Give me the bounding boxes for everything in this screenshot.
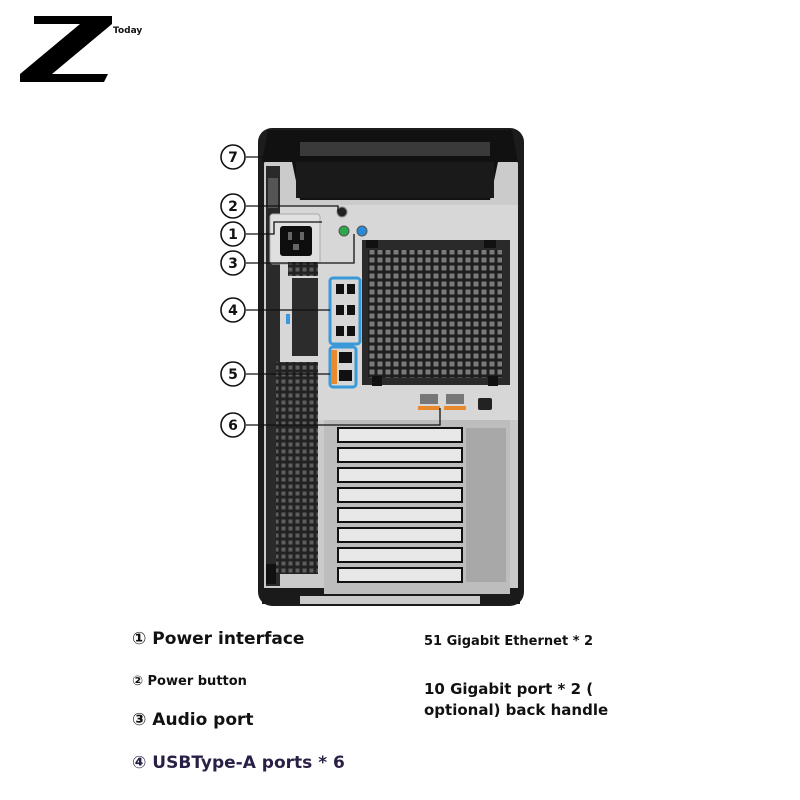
svg-text:4: 4 <box>228 303 238 319</box>
ethernet-port-1 <box>339 352 352 363</box>
ethernet-port-block <box>328 345 358 389</box>
svg-text:2: 2 <box>228 199 238 215</box>
callout-6: 6 <box>220 412 246 438</box>
audio-jack-green <box>338 225 350 237</box>
callout-4: 4 <box>220 297 246 323</box>
svg-text:1: 1 <box>228 227 238 243</box>
side-vent <box>276 362 318 574</box>
legend-audio-port: ③ Audio port <box>132 710 254 730</box>
leader-lines <box>246 156 441 426</box>
svg-text:7: 7 <box>228 150 238 166</box>
legend-power-interface: ① Power interface <box>132 629 305 649</box>
legend-gigabit-ethernet: 51 Gigabit Ethernet * 2 <box>424 634 594 649</box>
svg-text:3: 3 <box>228 256 238 272</box>
legend-power-button: ② Power button <box>132 674 247 689</box>
power-button <box>336 206 348 218</box>
usb-port-block <box>328 276 362 346</box>
z-logo <box>20 16 112 82</box>
ten-gig-port-1 <box>420 394 438 404</box>
legend-usb-ports: ④ USBType-A ports * 6 <box>132 753 345 773</box>
callout-1: 1 <box>220 221 246 247</box>
brand-tagline: Today <box>113 26 143 36</box>
callout-7: 7 <box>220 144 246 170</box>
pcie-slots <box>337 427 463 583</box>
audio-jack-blue <box>356 225 368 237</box>
callout-3: 3 <box>220 250 246 276</box>
fan-grille <box>368 250 502 378</box>
power-socket <box>280 226 312 256</box>
ten-gig-port-2 <box>446 394 464 404</box>
svg-text:5: 5 <box>228 367 238 383</box>
ethernet-port-2 <box>339 370 352 381</box>
callout-2: 2 <box>220 193 246 219</box>
svg-text:6: 6 <box>228 418 238 434</box>
psu-vent <box>288 262 318 276</box>
callout-5: 5 <box>220 361 246 387</box>
legend-ten-gigabit-port: 10 Gigabit port * 2 ( optional) back han… <box>424 680 609 719</box>
usb-ports <box>336 284 355 336</box>
